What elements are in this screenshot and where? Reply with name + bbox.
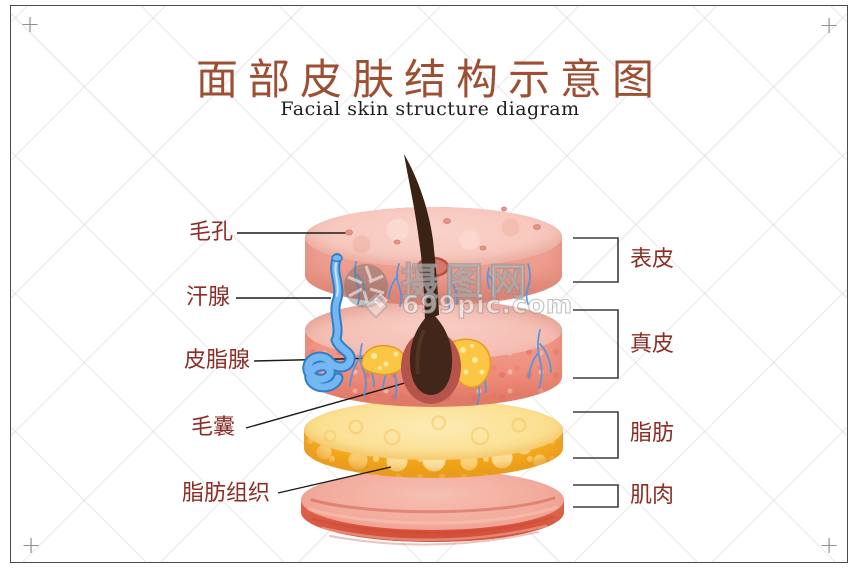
watermark-site: 699pic.com: [401, 289, 574, 319]
label-dermis: 真皮: [630, 332, 675, 357]
label-muscle: 肌肉: [630, 483, 675, 508]
muscle-layer-top: [301, 470, 564, 530]
page-title: 面部皮肤结构示意图: [195, 55, 664, 104]
fat-layer-top: [304, 400, 563, 460]
crop-mark-top-right: +: [819, 11, 840, 39]
page-subtitle: Facial skin structure diagram: [280, 98, 580, 120]
label-hair-follicle: 毛囊: [190, 415, 235, 440]
camera-aperture-icon: [344, 264, 388, 308]
label-sebaceous-gland: 皮脂腺: [183, 348, 250, 373]
crop-mark-bottom-right: +: [819, 531, 840, 559]
label-epidermis: 表皮: [630, 247, 675, 272]
label-fat: 脂肪: [630, 421, 675, 446]
watermark-brand: 摄图网: [400, 259, 534, 304]
crop-mark-bottom-left: +: [21, 531, 42, 559]
border-frame: [10, 5, 848, 563]
label-pore: 毛孔: [188, 220, 233, 245]
label-fat-tissue: 脂肪组织: [181, 481, 270, 506]
label-sweat-gland: 汗腺: [185, 285, 230, 310]
crop-mark-top-left: +: [20, 10, 41, 38]
